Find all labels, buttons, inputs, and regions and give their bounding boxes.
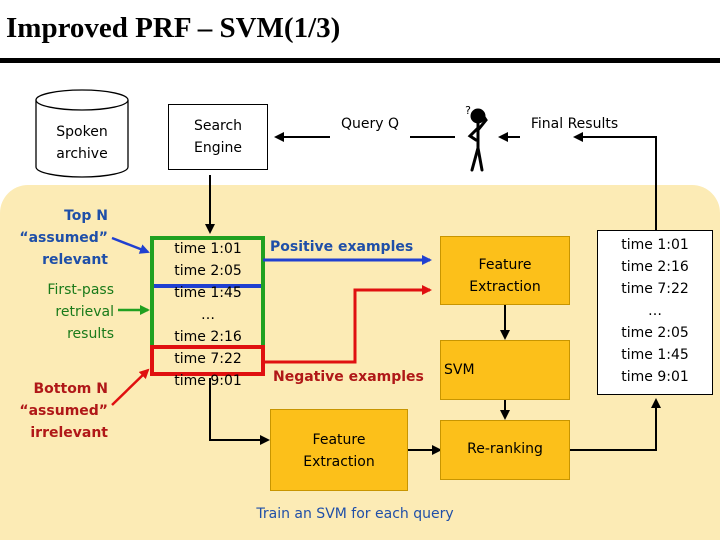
reranking-label: Re-ranking bbox=[467, 441, 543, 457]
arrow-final-up bbox=[573, 132, 657, 230]
search-engine-line1: Search bbox=[193, 118, 243, 134]
user-icon bbox=[467, 108, 488, 172]
top-n-line2: “assumed” bbox=[19, 230, 108, 246]
list-item: time 1:01 bbox=[621, 237, 689, 253]
arrow-topn bbox=[111, 236, 150, 254]
spoken-archive-line2: archive bbox=[56, 146, 108, 162]
arrow-bottomn bbox=[111, 368, 150, 406]
list-item: time 7:22 bbox=[174, 351, 242, 367]
final-list-box bbox=[597, 230, 713, 395]
list-item: … bbox=[201, 307, 215, 323]
final-results-label: Final Results bbox=[530, 116, 619, 132]
first-pass-line1: First-pass bbox=[47, 282, 114, 298]
spoken-archive-cylinder bbox=[35, 89, 129, 178]
top-n-line1: Top N bbox=[64, 208, 108, 224]
reranking-box bbox=[440, 420, 570, 480]
list-item: time 2:05 bbox=[174, 263, 242, 279]
spoken-archive-line1: Spoken bbox=[56, 124, 108, 140]
spoken-archive-label: Spoken archive bbox=[40, 121, 124, 165]
list-item: … bbox=[648, 303, 662, 319]
list-item: time 1:01 bbox=[174, 241, 242, 257]
list-item: time 2:16 bbox=[174, 329, 242, 345]
list-item: time 1:45 bbox=[621, 347, 689, 363]
list-item: time 2:16 bbox=[621, 259, 689, 275]
list-item: time 1:45 bbox=[174, 285, 242, 301]
list-item: time 9:01 bbox=[621, 369, 689, 385]
feature-extraction-bottom-box bbox=[270, 409, 408, 491]
top-n-label: Top N “assumed” relevant bbox=[4, 205, 108, 271]
bottom-n-line1: Bottom N bbox=[33, 381, 108, 397]
arrow-negative bbox=[263, 285, 432, 364]
slide-title: Improved PRF – SVM(1/3) bbox=[6, 12, 341, 44]
search-engine-line2: Engine bbox=[194, 140, 242, 156]
list-item: time 2:05 bbox=[621, 325, 689, 341]
final-list: time 1:01 time 2:16 time 7:22 … time 2:0… bbox=[597, 234, 713, 388]
bottom-n-line2: “assumed” bbox=[19, 403, 108, 419]
negative-examples-label: Negative examples bbox=[273, 369, 424, 385]
arrow-rerank-to-final bbox=[570, 398, 661, 451]
title-rule bbox=[0, 58, 720, 63]
positive-examples-label: Positive examples bbox=[270, 239, 414, 255]
bottom-n-line3: irrelevant bbox=[30, 425, 108, 441]
list-item: time 9:01 bbox=[174, 373, 242, 389]
first-pass-line2: retrieval bbox=[55, 304, 114, 320]
first-pass-list: time 1:01 time 2:05 time 1:45 … time 2:1… bbox=[155, 238, 261, 392]
first-pass-label: First-pass retrieval results bbox=[4, 279, 114, 345]
search-engine-box bbox=[168, 104, 268, 170]
bottom-n-label: Bottom N “assumed” irrelevant bbox=[4, 378, 108, 444]
feature-extraction-bottom-line1: Feature bbox=[312, 432, 366, 448]
train-note: Train an SVM for each query bbox=[256, 506, 454, 522]
feature-extraction-top-box bbox=[440, 236, 570, 305]
question-mark: ? bbox=[465, 104, 471, 117]
top-n-line3: relevant bbox=[42, 252, 108, 268]
first-pass-line3: results bbox=[67, 326, 114, 342]
query-label: Query Q bbox=[340, 116, 400, 132]
feature-extraction-bottom-line2: Extraction bbox=[303, 454, 375, 470]
svm-label: SVM bbox=[444, 362, 475, 378]
search-engine-label: Search Engine bbox=[168, 115, 268, 159]
feature-extraction-top-label: Feature Extraction bbox=[440, 254, 570, 298]
arrow-list-to-feature bbox=[209, 378, 270, 445]
feature-extraction-bottom-label: Feature Extraction bbox=[270, 429, 408, 473]
feature-extraction-top-line1: Feature bbox=[478, 257, 532, 273]
list-item: time 7:22 bbox=[621, 281, 689, 297]
feature-extraction-top-line2: Extraction bbox=[469, 279, 541, 295]
svm-box bbox=[440, 340, 570, 400]
